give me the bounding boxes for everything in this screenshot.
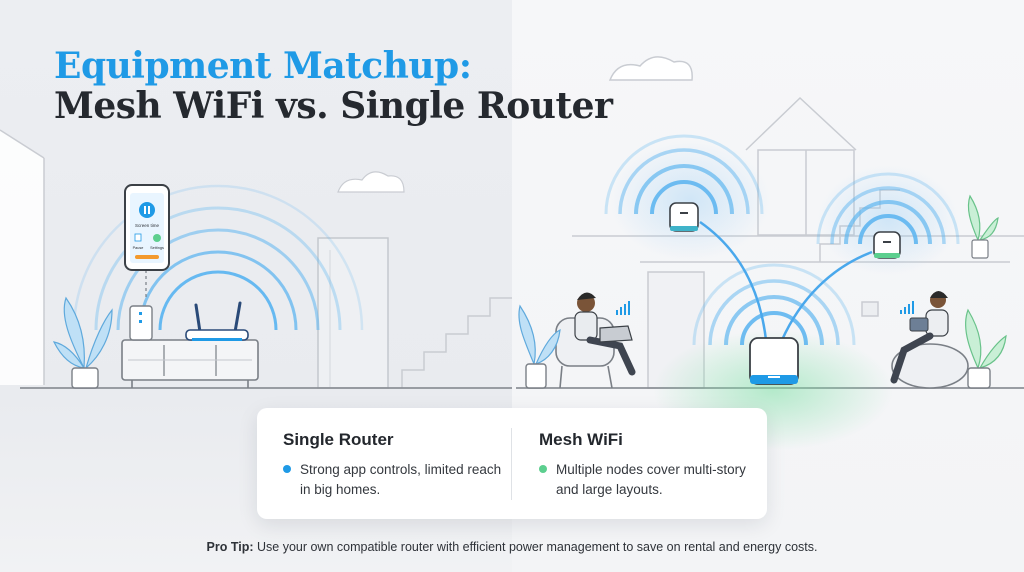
column-divider bbox=[511, 428, 512, 500]
plant-mid bbox=[518, 304, 561, 389]
single-router-signal bbox=[72, 184, 364, 331]
pro-tip-text: Use your own compatible router with effi… bbox=[253, 540, 818, 554]
person-with-tablet bbox=[890, 291, 969, 389]
plant-right bbox=[965, 308, 1007, 389]
single-router-heading: Single Router bbox=[283, 430, 394, 449]
comparison-card: Single Router Strong app controls, limit… bbox=[257, 408, 767, 519]
mesh-node-main-signal bbox=[692, 263, 856, 346]
single-router-column: Single Router Strong app controls, limit… bbox=[283, 430, 503, 499]
gear-icon bbox=[153, 234, 161, 242]
single-router-description: Strong app controls, limited reach in bi… bbox=[300, 462, 502, 497]
app-heading: Screen time bbox=[135, 223, 160, 228]
mesh-backhaul-links bbox=[699, 220, 873, 341]
mesh-node-main bbox=[749, 337, 799, 385]
signal-bars-icon bbox=[900, 301, 914, 314]
pro-tip: Pro Tip: Use your own compatible router … bbox=[0, 540, 1024, 554]
person-with-laptop bbox=[555, 292, 636, 389]
mesh-node-top-left-signal bbox=[604, 134, 764, 215]
blue-bullet-icon bbox=[283, 465, 291, 473]
mesh-node-top-left bbox=[669, 202, 699, 232]
plant-left bbox=[52, 296, 113, 389]
mesh-wifi-description: Multiple nodes cover multi-story and lar… bbox=[556, 462, 746, 497]
title-line-1: Equipment Matchup: bbox=[54, 45, 472, 87]
mesh-wifi-column: Mesh WiFi Multiple nodes cover multi-sto… bbox=[539, 430, 749, 499]
app-settings-label: Settings bbox=[150, 246, 164, 250]
single-router-bullet: Strong app controls, limited reach in bi… bbox=[283, 460, 503, 499]
title-line-2: Mesh WiFi vs. Single Router bbox=[54, 85, 613, 128]
tv-console bbox=[121, 301, 259, 388]
plant-upper bbox=[967, 194, 999, 259]
page-title: Equipment Matchup: Mesh WiFi vs. Single … bbox=[54, 45, 613, 128]
hourglass-icon bbox=[134, 233, 142, 242]
pro-tip-label: Pro Tip: bbox=[206, 540, 254, 554]
green-bullet-icon bbox=[539, 465, 547, 473]
left-room bbox=[0, 129, 512, 389]
mesh-wifi-bullet: Multiple nodes cover multi-story and lar… bbox=[539, 460, 749, 499]
mesh-wifi-heading: Mesh WiFi bbox=[539, 430, 623, 449]
mesh-node-top-right bbox=[873, 231, 901, 259]
app-pause-label: Pause bbox=[133, 246, 144, 250]
single-router-device bbox=[185, 301, 249, 341]
phone-with-parental-app: Screen time Pause Settings bbox=[124, 184, 170, 300]
mesh-node-top-right-signal bbox=[816, 172, 960, 245]
signal-bars-icon bbox=[616, 301, 630, 315]
